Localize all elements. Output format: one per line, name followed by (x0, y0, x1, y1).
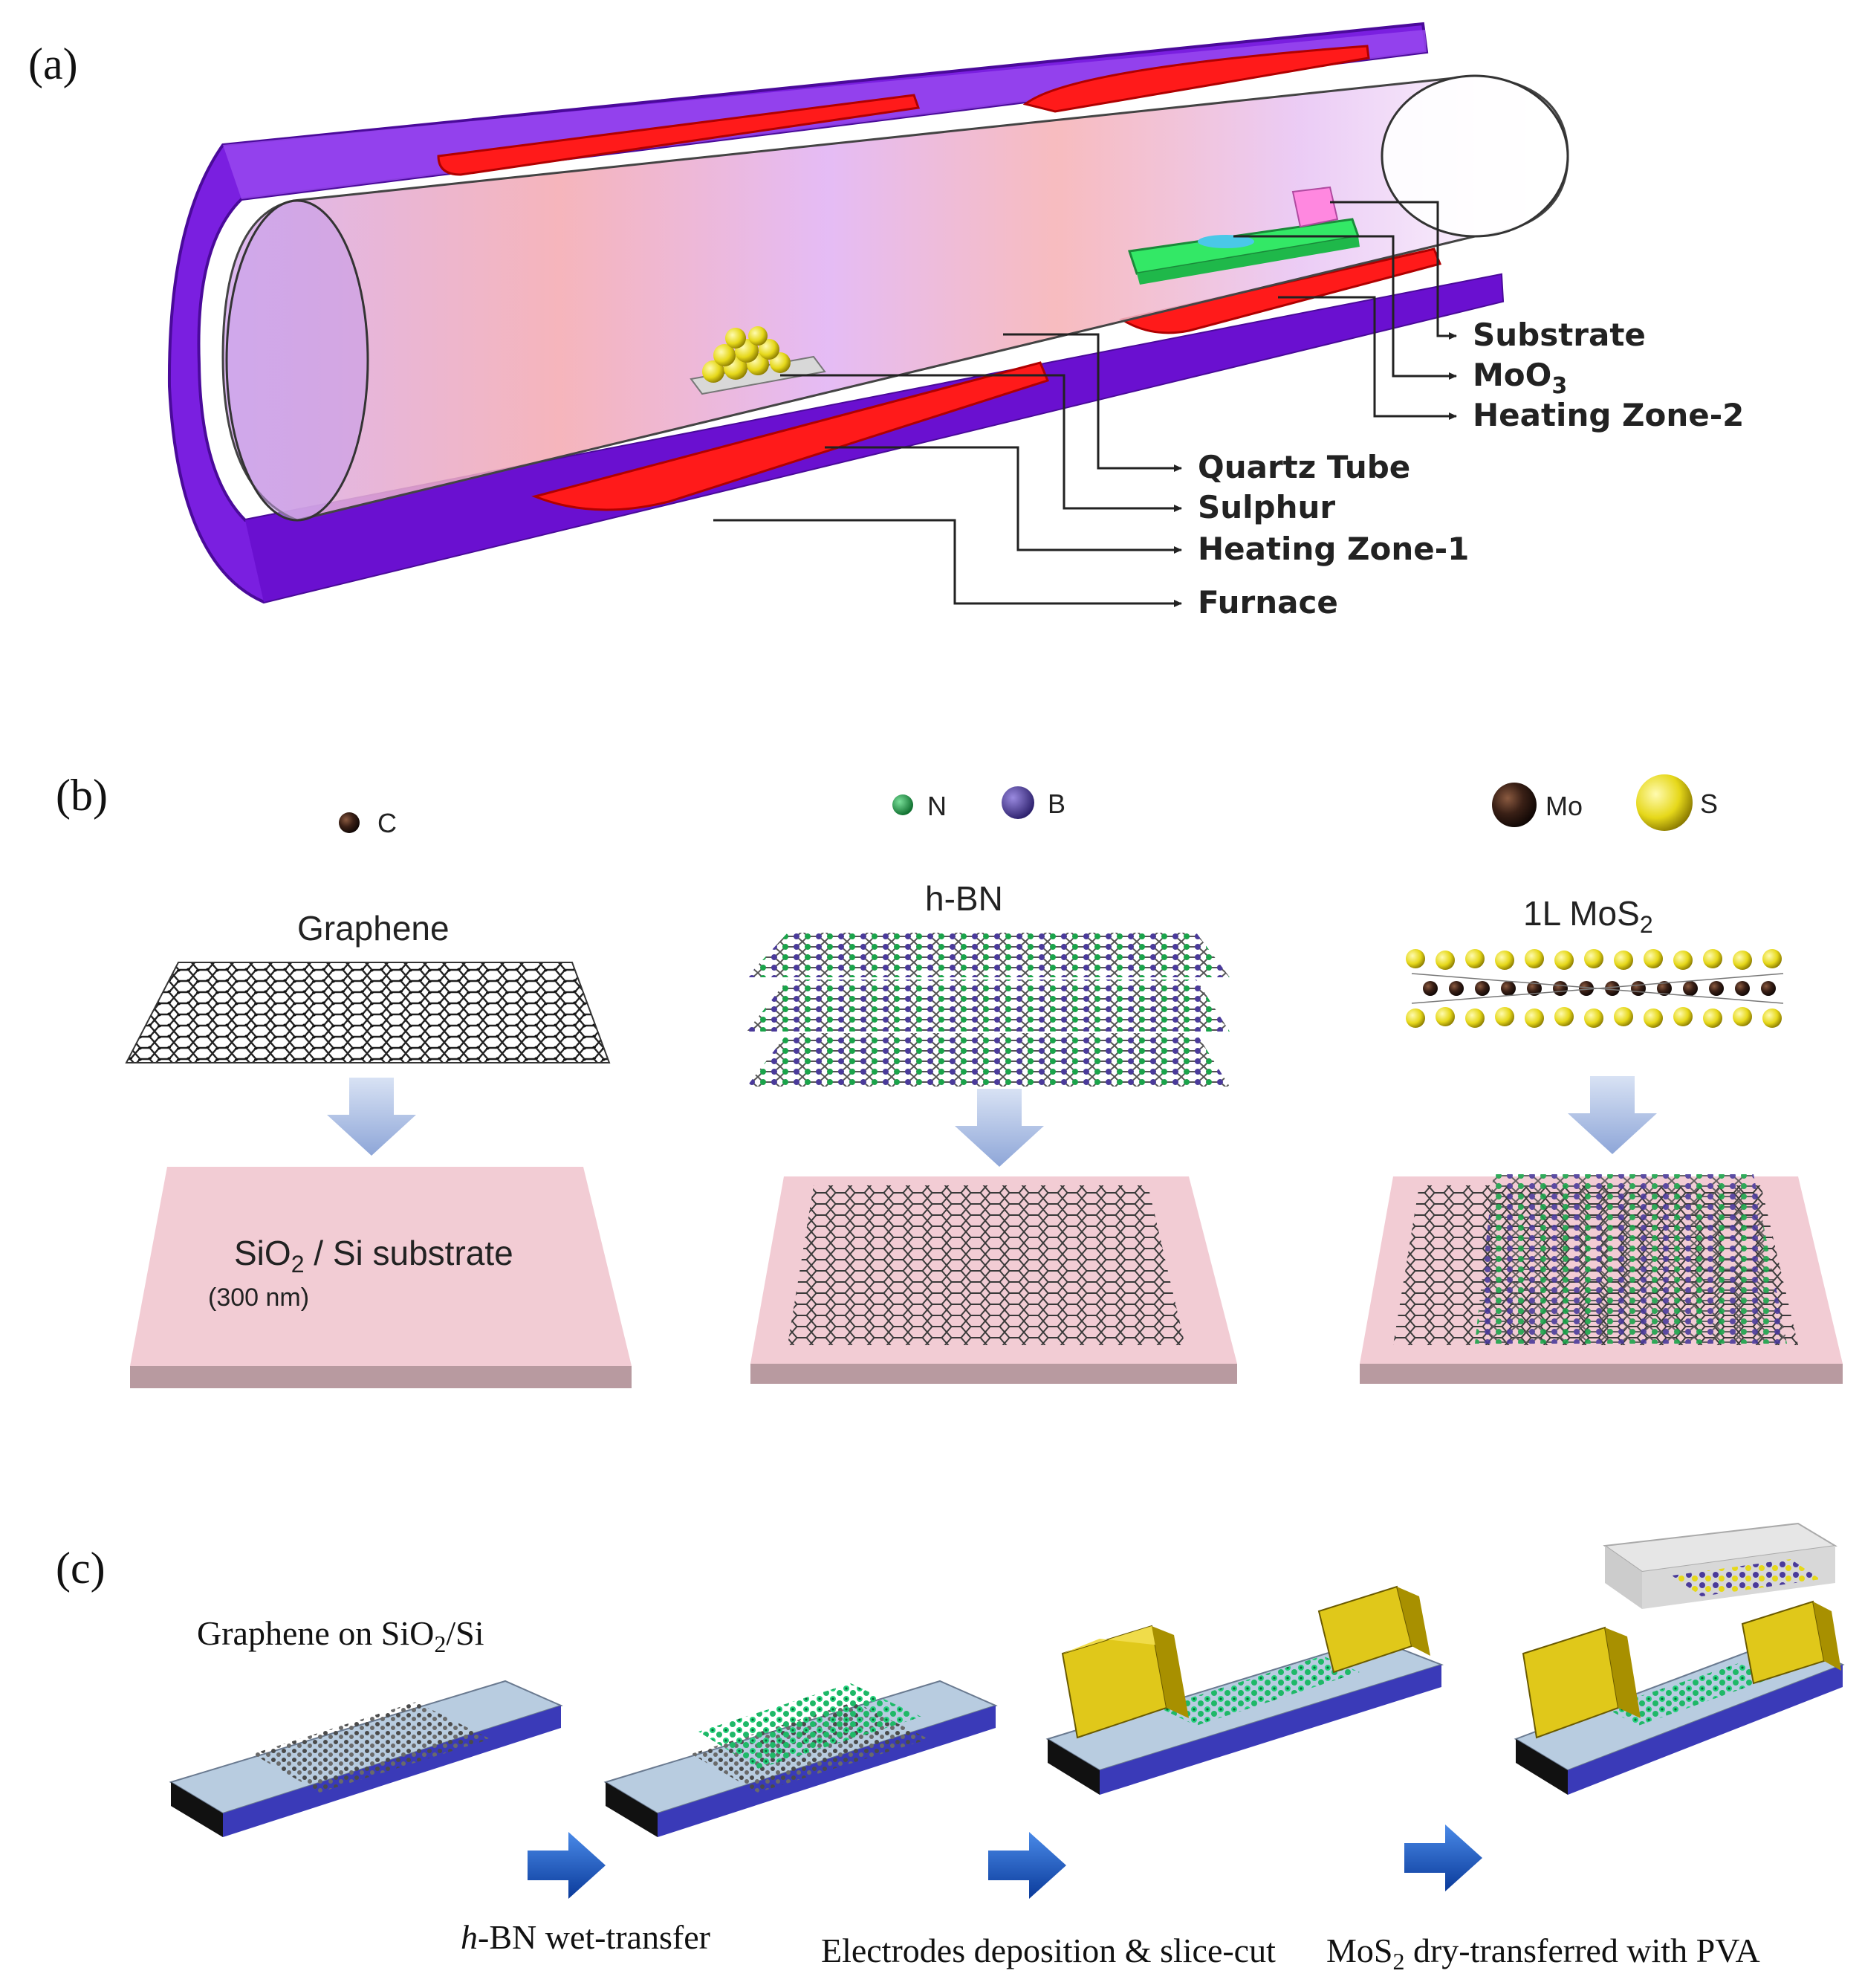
chip-hbn (603, 1680, 998, 1837)
nitrogen-atom-icon (892, 794, 913, 815)
process-arrow-1 (528, 1832, 606, 1899)
step-electrodes: Electrodes deposition & slice-cut (821, 1932, 1276, 1969)
label-quartz-tube: Quartz Tube (1198, 449, 1410, 485)
carbon-atom-icon (339, 812, 360, 833)
left-electrode (1061, 1625, 1189, 1739)
label-heating-zone-1: Heating Zone-1 (1198, 531, 1469, 567)
panel-c-label: (c) (56, 1544, 106, 1593)
down-arrow-mos2 (1568, 1076, 1657, 1154)
hbn-on-substrate-3 (1475, 1174, 1787, 1344)
heating-zone-2 (1022, 45, 1442, 334)
step-mos2-transfer: MoS2 dry-transferred with PVA (1326, 1932, 1760, 1975)
panel-c: (c) Graphene on SiO2/Si (56, 1522, 1845, 1975)
substrate-3 (1360, 1174, 1843, 1384)
hbn-channel (1159, 1656, 1360, 1726)
moo3-boat (1128, 218, 1360, 285)
down-arrow-graphene (327, 1078, 416, 1156)
substrate-2 (750, 1176, 1237, 1384)
panel-b: (b) C N B Mo S Graphene h-BN 1L MoS2 (56, 771, 1843, 1388)
callout-labels: Substrate MoO3 Heating Zone-2 Quartz Tub… (1198, 317, 1744, 621)
sulfur-atom-icon (1636, 774, 1693, 831)
sulphur (690, 326, 826, 395)
label-substrate: Substrate (1473, 317, 1646, 353)
process-arrow-2 (988, 1832, 1066, 1899)
panel-a-label: (a) (28, 39, 78, 88)
mos2-flake (1672, 1559, 1820, 1596)
legend-mo: Mo (1545, 791, 1583, 821)
heating-zone-1 (437, 94, 1050, 511)
chip-mos2 (1514, 1522, 1845, 1795)
legend-s: S (1700, 789, 1718, 819)
leader-lines (713, 201, 1457, 607)
legend-c: C (377, 808, 397, 838)
molybdenum-atom-icon (1492, 783, 1537, 827)
legend-n: N (927, 791, 947, 821)
panel-b-label: (b) (56, 771, 108, 820)
substrate-1: SiO2 / Si substrate (300 nm) (130, 1167, 632, 1388)
label-moo3: MoO3 (1473, 357, 1567, 399)
hbn-layers (747, 933, 1230, 1087)
panel-a: (a) (28, 22, 1744, 621)
mos2-middle-mo-row (1411, 973, 1784, 1004)
right-electrode (1317, 1585, 1430, 1674)
hbn-patch (698, 1683, 921, 1769)
right-electrode-2 (1741, 1600, 1841, 1685)
chip-electrodes (1045, 1585, 1444, 1795)
title-hbn: h-BN (925, 879, 1003, 918)
graphene-patch (253, 1702, 490, 1793)
quartz-tube (221, 74, 1569, 522)
legend-b: B (1048, 789, 1065, 819)
boron-atom-icon (1002, 786, 1034, 819)
hbn-channel-2 (1605, 1663, 1772, 1726)
mos2-top-sulfur-row (1406, 949, 1782, 970)
process-arrow-3 (1404, 1825, 1482, 1891)
title-mos2: 1L MoS2 (1523, 894, 1653, 938)
left-electrode-2 (1522, 1626, 1641, 1739)
mos2-bottom-sulfur-row (1406, 1007, 1782, 1028)
down-arrow-hbn (955, 1089, 1044, 1167)
atom-legend: C N B Mo S (339, 774, 1718, 838)
substrate-label: SiO2 / Si substrate (234, 1234, 513, 1278)
chip-graphene (169, 1680, 563, 1837)
graphene-on-substrate-2 (788, 1185, 1185, 1345)
label-heating-zone-2: Heating Zone-2 (1473, 397, 1744, 433)
substrate-thickness: (300 nm) (208, 1283, 309, 1312)
graphene-on-sio2-label: Graphene on SiO2/Si (197, 1614, 484, 1657)
title-graphene: Graphene (297, 909, 450, 948)
mos2-layer (1406, 949, 1784, 1028)
step-hbn-wet-transfer: h-BN wet-transfer (461, 1918, 710, 1956)
substrate-slab (1291, 186, 1339, 228)
graphene-sheet (125, 962, 611, 1063)
pva-stamp (1603, 1522, 1837, 1609)
label-furnace: Furnace (1198, 584, 1338, 621)
label-sulphur: Sulphur (1198, 489, 1335, 525)
